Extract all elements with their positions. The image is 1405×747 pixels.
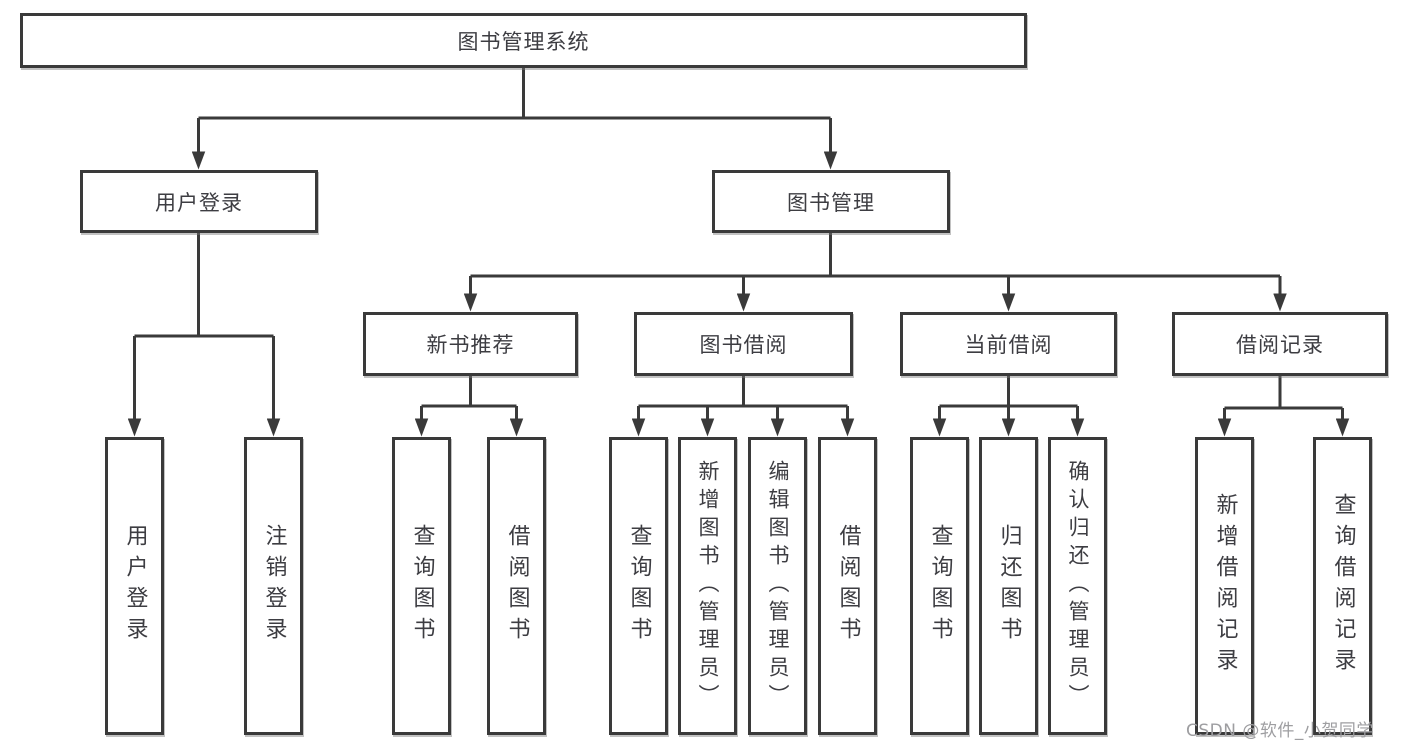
node-add-borrow-record: 新增借阅记录 bbox=[1195, 437, 1254, 735]
node-confirm-return-admin: 确认归还（管理员） bbox=[1048, 437, 1107, 735]
node-user-login: 用户登录 bbox=[80, 170, 318, 233]
node-user-login-leaf: 用户登录 bbox=[105, 437, 164, 735]
node-current-borrowing: 当前借阅 bbox=[900, 312, 1117, 376]
node-logout-leaf: 注销登录 bbox=[244, 437, 303, 735]
node-query-borrow-record: 查询借阅记录 bbox=[1313, 437, 1372, 735]
node-borrow-books-under-borrowing: 借阅图书 bbox=[818, 437, 877, 735]
node-new-book-recommend: 新书推荐 bbox=[363, 312, 578, 376]
node-borrow-books-under-recommend: 借阅图书 bbox=[487, 437, 546, 735]
node-query-books-under-recommend: 查询图书 bbox=[392, 437, 451, 735]
node-add-book-admin: 新增图书（管理员） bbox=[678, 437, 737, 735]
node-edit-book-admin: 编辑图书（管理员） bbox=[748, 437, 807, 735]
node-book-management: 图书管理 bbox=[712, 170, 950, 233]
node-query-books-under-current: 查询图书 bbox=[910, 437, 969, 735]
node-query-books-under-borrowing: 查询图书 bbox=[609, 437, 668, 735]
node-return-books: 归还图书 bbox=[979, 437, 1038, 735]
csdn-watermark: CSDN @软件_小贺同学 bbox=[1186, 721, 1374, 741]
node-book-borrowing: 图书借阅 bbox=[634, 312, 853, 376]
connector-arrows bbox=[127, 118, 1350, 437]
node-library-management-system: 图书管理系统 bbox=[20, 13, 1027, 68]
node-borrowing-records: 借阅记录 bbox=[1172, 312, 1388, 376]
